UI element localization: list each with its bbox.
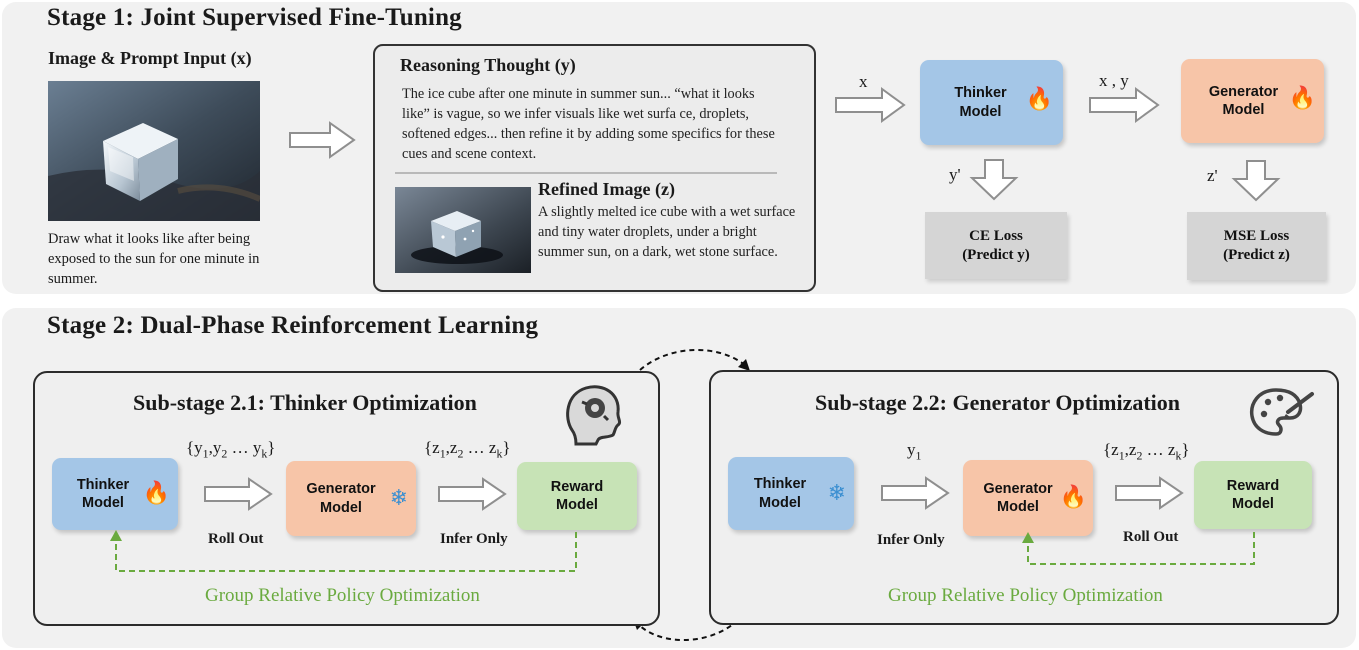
s21-thinker-label: Thinker Model xyxy=(76,476,130,511)
s21-infer-arrow xyxy=(438,477,507,511)
s21-reward-model: Reward Model xyxy=(517,462,637,530)
s21-roll-out-label: Roll Out xyxy=(208,531,264,547)
s22-y1-label: y1 xyxy=(907,440,922,463)
s22-thinker-model: Thinker Model ❄ xyxy=(728,457,854,530)
head-gear-icon xyxy=(566,385,622,446)
ce-loss-box: CE Loss (Predict y) xyxy=(925,212,1067,279)
input-arrow xyxy=(289,121,356,159)
stage1-generator-label: Generator Model xyxy=(1208,83,1279,118)
xy-arrow xyxy=(1089,87,1160,123)
s21-generator-label: Generator Model xyxy=(306,481,376,516)
s22-thinker-label: Thinker Model xyxy=(753,476,807,511)
s21-infer-set: {z1,z2 … zk} xyxy=(424,438,511,461)
arrow-label-x: x xyxy=(859,72,868,91)
s22-rollout-set: {z1,z2 … zk} xyxy=(1103,440,1190,463)
refined-heading: Refined Image (z) xyxy=(538,179,675,199)
arrow-label-xy: x , y xyxy=(1099,71,1129,90)
s22-roll-out-label: Roll Out xyxy=(1123,529,1179,545)
prompt-text: Draw what it looks like after being expo… xyxy=(48,231,260,287)
s22-rollout-arrow xyxy=(1115,476,1184,510)
flame-icon: 🔥 xyxy=(1059,484,1087,509)
s21-thinker-model: Thinker Model 🔥 xyxy=(52,458,178,530)
y-prime-label: y' xyxy=(949,165,961,184)
refined-image xyxy=(395,187,531,273)
flame-icon: 🔥 xyxy=(1288,85,1316,110)
stage1-thinker-model: Thinker Model 🔥 xyxy=(920,60,1063,145)
stage1-thinker-label: Thinker Model xyxy=(954,85,1007,120)
snowflake-icon: ❄ xyxy=(827,480,846,505)
s22-infer-arrow xyxy=(881,476,950,510)
mse-down-arrow xyxy=(1231,160,1281,202)
s22-grpo-label: Group Relative Policy Optimization xyxy=(888,585,1163,606)
substage-2-1-title: Sub-stage 2.1: Thinker Optimization xyxy=(133,390,477,415)
ce-down-arrow xyxy=(969,159,1019,201)
stage2-title: Stage 2: Dual-Phase Reinforcement Learni… xyxy=(47,312,539,339)
snowflake-icon: ❄ xyxy=(389,485,408,510)
s21-infer-only-label: Infer Only xyxy=(440,531,508,547)
refined-text: A slightly melted ice cube with a wet su… xyxy=(538,204,796,260)
input-image xyxy=(48,81,260,221)
reasoning-divider xyxy=(395,172,777,174)
substage-2-2-title: Sub-stage 2.2: Generator Optimization xyxy=(815,390,1181,415)
palette-icon xyxy=(1249,388,1314,436)
s22-generator-model: Generator Model 🔥 xyxy=(963,460,1093,536)
reasoning-heading: Reasoning Thought (y) xyxy=(400,55,576,75)
s21-grpo-feedback xyxy=(110,530,577,572)
stage1-title: Stage 1: Joint Supervised Fine-Tuning xyxy=(47,4,462,31)
s21-generator-model: Generator Model ❄ xyxy=(286,461,416,536)
s21-grpo-label: Group Relative Policy Optimization xyxy=(205,585,480,606)
reasoning-text: The ice cube after one minute in summer … xyxy=(402,86,775,162)
flame-icon: 🔥 xyxy=(1025,86,1053,111)
stage1-generator-model: Generator Model 🔥 xyxy=(1181,59,1324,143)
x-arrow xyxy=(835,87,906,123)
s22-infer-only-label: Infer Only xyxy=(877,532,945,548)
z-prime-label: z' xyxy=(1207,166,1218,185)
mse-loss-label: MSE Loss (Predict z) xyxy=(1223,228,1290,263)
s21-reward-label: Reward Model xyxy=(550,478,604,513)
mse-loss-box: MSE Loss (Predict z) xyxy=(1187,212,1326,280)
s21-rollout-set: {y1,y2 … yk} xyxy=(186,438,276,461)
input-heading: Image & Prompt Input (x) xyxy=(48,48,252,68)
flame-icon: 🔥 xyxy=(142,480,170,505)
s22-reward-label: Reward Model xyxy=(1226,477,1280,512)
s21-rollout-arrow xyxy=(204,477,273,511)
ce-loss-label: CE Loss (Predict y) xyxy=(962,227,1030,263)
s22-reward-model: Reward Model xyxy=(1194,461,1312,529)
s22-generator-label: Generator Model xyxy=(983,480,1053,515)
s22-grpo-feedback xyxy=(1022,532,1255,565)
